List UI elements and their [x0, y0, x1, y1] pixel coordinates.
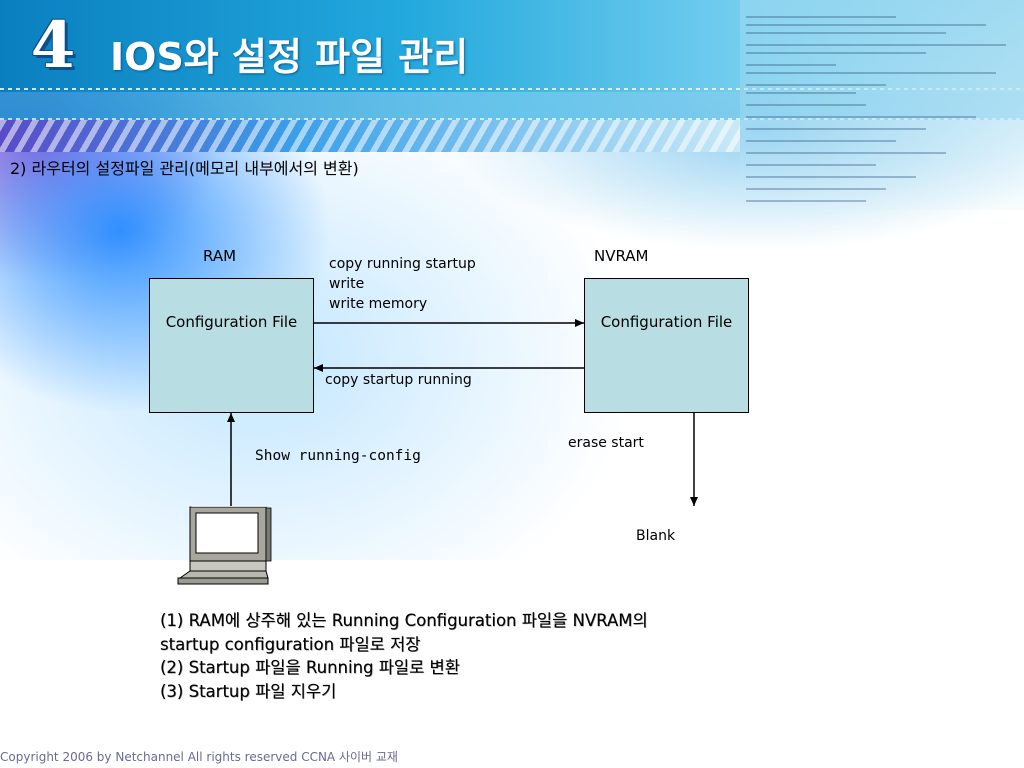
- nvram-config-box-label: Configuration File: [600, 313, 733, 331]
- blank-label: Blank: [636, 528, 676, 544]
- header-dotted-line: [0, 88, 1024, 90]
- notes-list: (1) RAM에 상주해 있는 Running Configuration 파일…: [160, 609, 648, 703]
- note-line-3: (2) Startup 파일을 Running 파일로 변환: [160, 658, 460, 677]
- backward-command: copy startup running: [325, 372, 472, 388]
- ram-config-box: Configuration File: [149, 278, 314, 413]
- slide-subtitle: 2) 라우터의 설정파일 관리(메모리 내부에서의 변환): [10, 159, 359, 178]
- slide-title: IOS와 설정 파일 관리: [110, 35, 469, 79]
- ram-label: RAM: [203, 247, 237, 265]
- decorative-text-panel: [740, 0, 1024, 210]
- note-line-4: (3) Startup 파일 지우기: [160, 681, 337, 701]
- forward-command-2: write: [329, 276, 365, 292]
- computer-icon: [177, 506, 272, 585]
- forward-command-1: copy running startup: [329, 256, 476, 272]
- show-command: Show running-config: [255, 448, 421, 464]
- nvram-config-box: Configuration File: [584, 278, 749, 413]
- chapter-number: 4: [30, 8, 76, 83]
- copyright-footer: Copyright 2006 by Netchannel All rights …: [0, 750, 398, 764]
- forward-command-3: write memory: [329, 296, 428, 312]
- erase-command: erase start: [568, 435, 644, 451]
- ram-config-box-label: Configuration File: [165, 313, 298, 331]
- chapter-badge: 4: [28, 6, 78, 86]
- nvram-label: NVRAM: [594, 247, 649, 265]
- note-line-1: (1) RAM에 상주해 있는 Running Configuration 파일…: [160, 611, 648, 630]
- note-line-2: startup configuration 파일로 저장: [160, 634, 421, 654]
- decorative-stripe-band: [0, 120, 740, 152]
- header-dotted-line-lower: [0, 118, 1024, 120]
